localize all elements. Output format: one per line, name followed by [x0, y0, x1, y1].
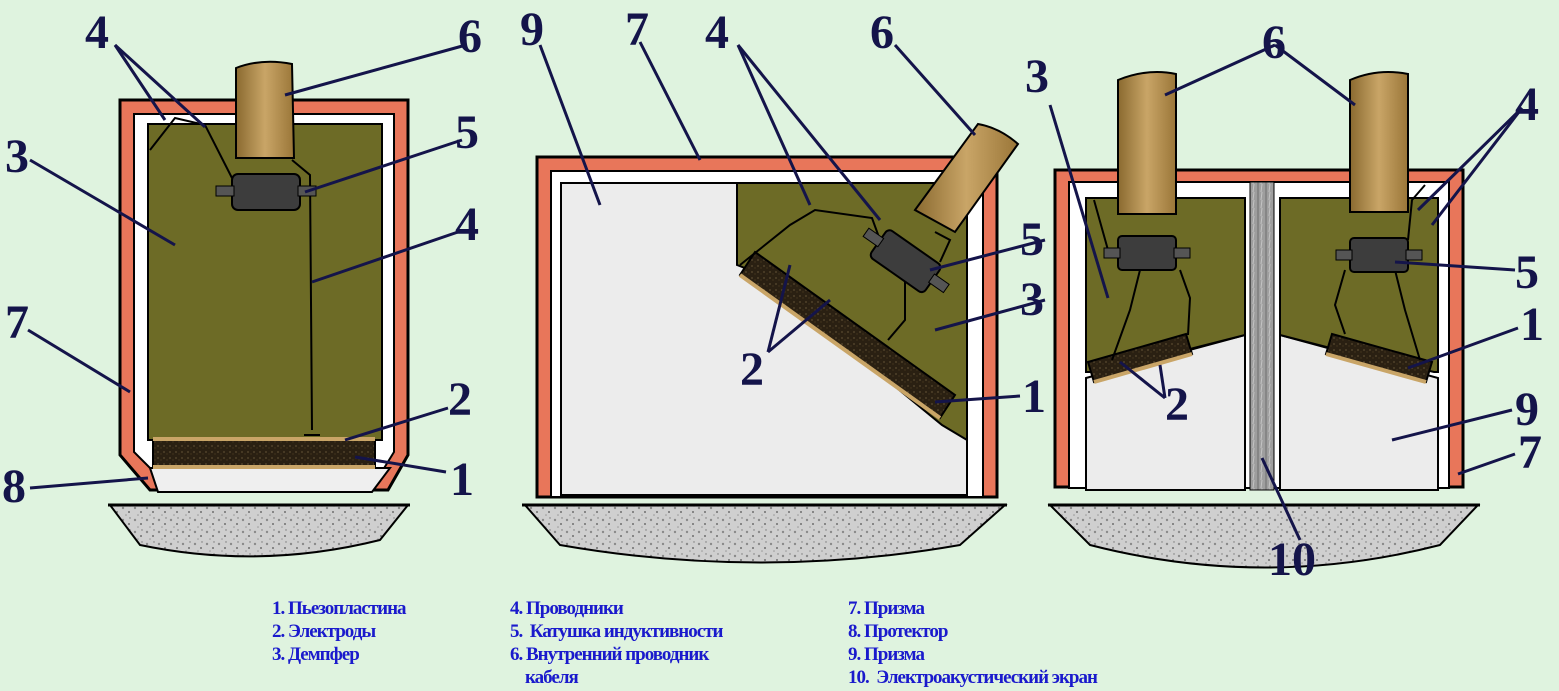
label-7: 7	[5, 296, 29, 349]
piezo-plate	[152, 439, 376, 467]
label-1: 1	[1520, 298, 1544, 351]
coil	[862, 227, 950, 294]
label-6: 6	[458, 10, 482, 63]
legend-column-3: 7. Призма 8. Протектор 9. Призма 10. Эле…	[848, 597, 1098, 689]
legend-item: 10. Электроакустический экран	[848, 667, 1098, 688]
electrode-bottom	[153, 465, 375, 469]
label-3: 3	[5, 130, 29, 183]
coil-left	[1117, 235, 1177, 271]
legend-item: 2. Электроды	[272, 621, 376, 642]
damper	[147, 123, 383, 441]
label-4: 4	[455, 198, 479, 251]
conductors	[149, 116, 320, 436]
protector	[148, 467, 392, 493]
legend-item: 3. Демпфер	[272, 644, 360, 665]
legend-item: 5. Катушка индуктивности	[510, 621, 723, 642]
test-object	[522, 504, 1008, 564]
cable	[235, 60, 296, 159]
label-9: 9	[1515, 383, 1539, 436]
legend-item: 9. Призма	[848, 644, 925, 665]
label-3: 3	[1020, 273, 1044, 326]
label-1: 1	[450, 453, 474, 506]
label-4: 4	[1515, 78, 1539, 131]
test-object	[108, 504, 411, 558]
label-5: 5	[1515, 246, 1539, 299]
legend-item: 6. Внутренний проводник	[510, 644, 709, 665]
conductors	[739, 208, 952, 341]
label-3: 3	[1025, 50, 1049, 103]
label-10: 10	[1268, 533, 1316, 586]
label-6: 6	[870, 6, 894, 59]
label-4: 4	[85, 6, 109, 59]
label-2: 2	[1165, 378, 1189, 431]
label-7: 7	[625, 3, 649, 56]
acoustic-screen	[1249, 181, 1275, 491]
label-2: 2	[448, 373, 472, 426]
legend-item: 4. Проводники	[510, 598, 624, 619]
label-5: 5	[1020, 213, 1044, 266]
label-6: 6	[1262, 16, 1286, 69]
legend-column-1: 1. Пьезопластина 2. Электроды 3. Демпфер	[272, 597, 407, 666]
label-4: 4	[705, 6, 729, 59]
callout-numbers: 4 6 5 3 4 7 2 1 8 9 7 4 6 5 3 2 1 6 3 4 …	[2, 3, 1544, 586]
label-5: 5	[455, 106, 479, 159]
cable-left	[1117, 71, 1177, 215]
legend-item: 1. Пьезопластина	[272, 598, 407, 619]
angle-transducer	[522, 41, 1046, 564]
legend-item: 8. Протектор	[848, 621, 948, 642]
electrode-top	[153, 437, 375, 441]
test-object	[1047, 504, 1481, 569]
dual-element-transducer	[1047, 43, 1524, 569]
coil	[231, 173, 301, 211]
label-2: 2	[740, 343, 764, 396]
straight-transducer	[27, 43, 467, 558]
conductors-right	[1333, 184, 1426, 361]
legend-column-2: 4. Проводники 5. Катушка индуктивности 6…	[510, 597, 723, 689]
label-1: 1	[1022, 370, 1046, 423]
cable-right	[1349, 71, 1409, 213]
label-9: 9	[520, 3, 544, 56]
label-7: 7	[1518, 426, 1542, 479]
legend-item: 7. Призма	[848, 598, 925, 619]
coil-right	[1349, 237, 1409, 273]
label-8: 8	[2, 460, 26, 513]
legend-item: кабеля	[510, 667, 579, 688]
cable	[913, 122, 1020, 234]
